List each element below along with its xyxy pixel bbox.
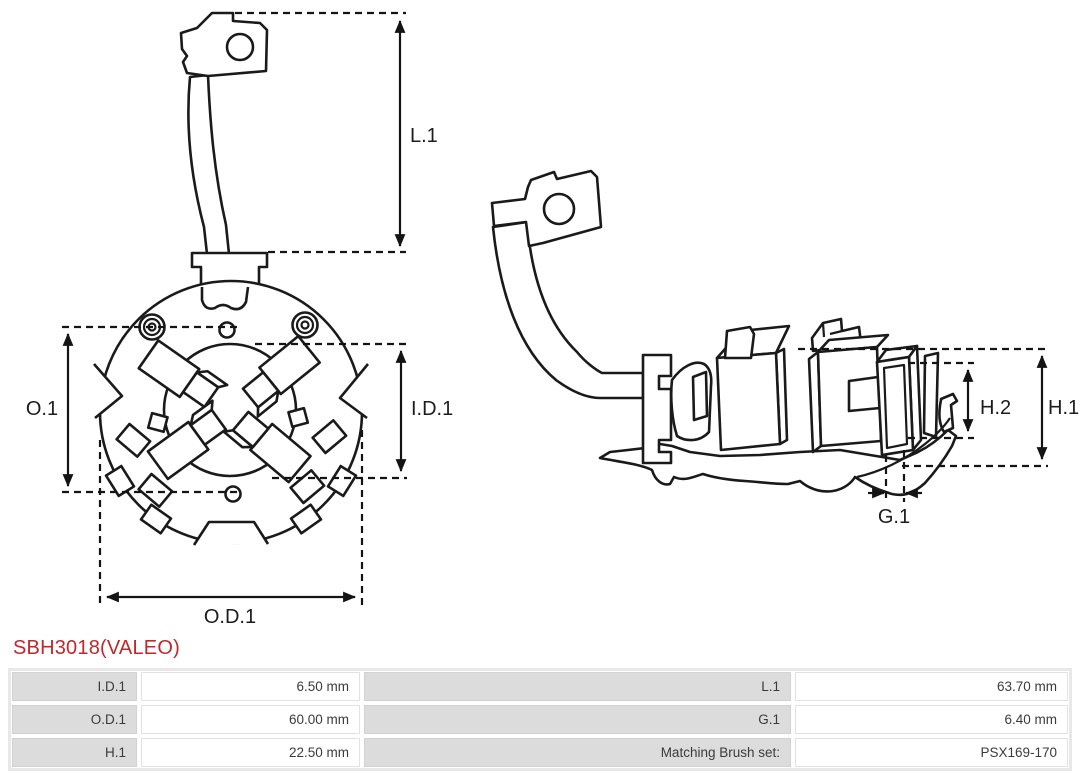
spec-label-cell: H.1 <box>12 738 137 767</box>
brush-box-se <box>222 410 312 484</box>
spec-value-cell: PSX169-170 <box>795 738 1068 767</box>
brush-box-nw <box>137 339 229 409</box>
brush-box-ne <box>241 334 321 418</box>
label-od1: O.D.1 <box>204 606 256 628</box>
brush-box-sw <box>146 399 228 481</box>
label-h1: H.1 <box>1048 397 1079 419</box>
part-number-title: SBH3018(VALEO) <box>13 637 180 659</box>
spec-label-cell: L.1 <box>364 672 791 701</box>
dimension-o1: O.1 <box>26 325 240 494</box>
label-l1: L.1 <box>410 125 438 147</box>
side-wire <box>491 220 645 400</box>
tab-hole <box>225 32 255 62</box>
wire <box>187 73 231 256</box>
spec-value-cell: 6.40 mm <box>795 705 1068 734</box>
spec-label-cell: G.1 <box>364 705 791 734</box>
eyelet-right <box>291 311 319 339</box>
front-view-drawing <box>93 11 370 546</box>
label-id1: I.D.1 <box>411 398 453 420</box>
spec-value-cell: 63.70 mm <box>795 672 1068 701</box>
dimension-l1: L.1 <box>235 11 438 254</box>
specs-table: I.D.1 6.50 mm L.1 63.70 mm O.D.1 60.00 m… <box>8 668 1072 771</box>
bracket <box>816 345 883 448</box>
rail <box>641 353 673 465</box>
center-box <box>715 351 782 452</box>
label-h2: H.2 <box>980 397 1011 419</box>
technical-diagram: L.1 O.1 I.D.1 O.D.1 H.2 <box>26 11 1079 628</box>
label-o1: O.1 <box>26 398 58 420</box>
top-notch <box>200 286 250 311</box>
label-g1: G.1 <box>878 506 910 528</box>
dimension-id1: I.D.1 <box>255 342 453 480</box>
dimension-g1: G.1 <box>868 450 922 528</box>
side-tab-hole <box>542 192 576 226</box>
pin-hole-bottom <box>224 485 242 503</box>
spec-value-cell: 22.50 mm <box>141 738 360 767</box>
spec-label-cell: Matching Brush set: <box>364 738 791 767</box>
dimension-h2: H.2 <box>908 361 1011 440</box>
spec-label-cell: O.D.1 <box>12 705 137 734</box>
spec-value-cell: 6.50 mm <box>141 672 360 701</box>
hook <box>938 392 959 434</box>
spec-label-cell: I.D.1 <box>12 672 137 701</box>
pin-hole-top <box>218 321 236 339</box>
side-view-drawing <box>490 169 959 497</box>
dimension-h1: H.1 <box>798 347 1079 468</box>
dimension-od1: O.D.1 <box>98 430 364 628</box>
spec-value-cell: 60.00 mm <box>141 705 360 734</box>
connector-tab <box>179 11 269 78</box>
